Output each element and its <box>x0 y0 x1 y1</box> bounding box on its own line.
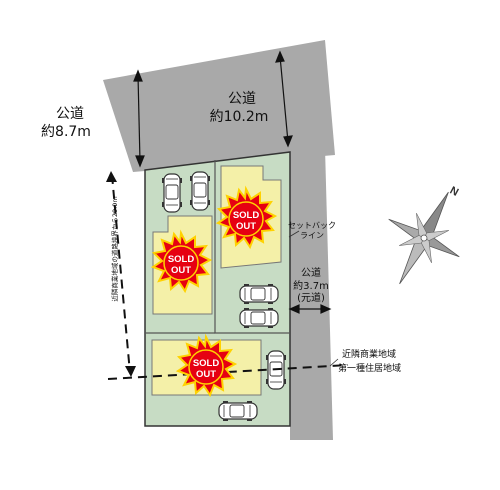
distance-20m-line <box>106 171 136 377</box>
northwest-road-width: 約8.7m <box>41 124 91 140</box>
sold-out-text-line1: SOLD <box>233 210 260 221</box>
sold-out-badge: SOLD OUT <box>217 188 276 248</box>
setback-label-line1: セットバック <box>288 221 336 230</box>
east-road-note: (元道) <box>297 291 325 304</box>
zone-label-residential: 第一種住居地域 <box>338 362 401 374</box>
road-width-arrow-north <box>133 50 293 168</box>
car <box>189 171 211 211</box>
setback-leader <box>288 230 300 238</box>
car <box>161 173 183 213</box>
road-width-arrow-east <box>288 304 332 314</box>
sold-out-badge: SOLD OUT <box>177 336 236 396</box>
sold-out-text-line1: SOLD <box>193 358 220 369</box>
compass-north-label: N <box>448 185 461 199</box>
north-road-label: 公道 <box>228 91 256 107</box>
setback-label-line2: ライン <box>300 231 324 240</box>
distance-20m-note: 近隣商業地域の道路境界から20.0m <box>110 196 119 301</box>
sold-out-text-line2: OUT <box>196 369 216 380</box>
zone-label-commercial: 近隣商業地域 <box>342 348 396 360</box>
car <box>239 283 279 305</box>
sold-out-text-line2: OUT <box>236 221 256 232</box>
northwest-road-label: 公道 <box>56 106 84 122</box>
north-road-width: 約10.2m <box>210 109 269 125</box>
car <box>239 307 279 329</box>
north-road <box>103 40 335 172</box>
sold-out-text-line1: SOLD <box>168 254 195 265</box>
car <box>218 400 258 422</box>
compass-icon <box>388 191 460 285</box>
zone-leader <box>329 358 339 367</box>
east-road-label: 公道 <box>301 266 321 279</box>
sold-out-text-line2: OUT <box>171 265 191 276</box>
east-road-width: 約3.7m <box>293 279 329 292</box>
sold-out-badge: SOLD OUT <box>152 232 211 292</box>
